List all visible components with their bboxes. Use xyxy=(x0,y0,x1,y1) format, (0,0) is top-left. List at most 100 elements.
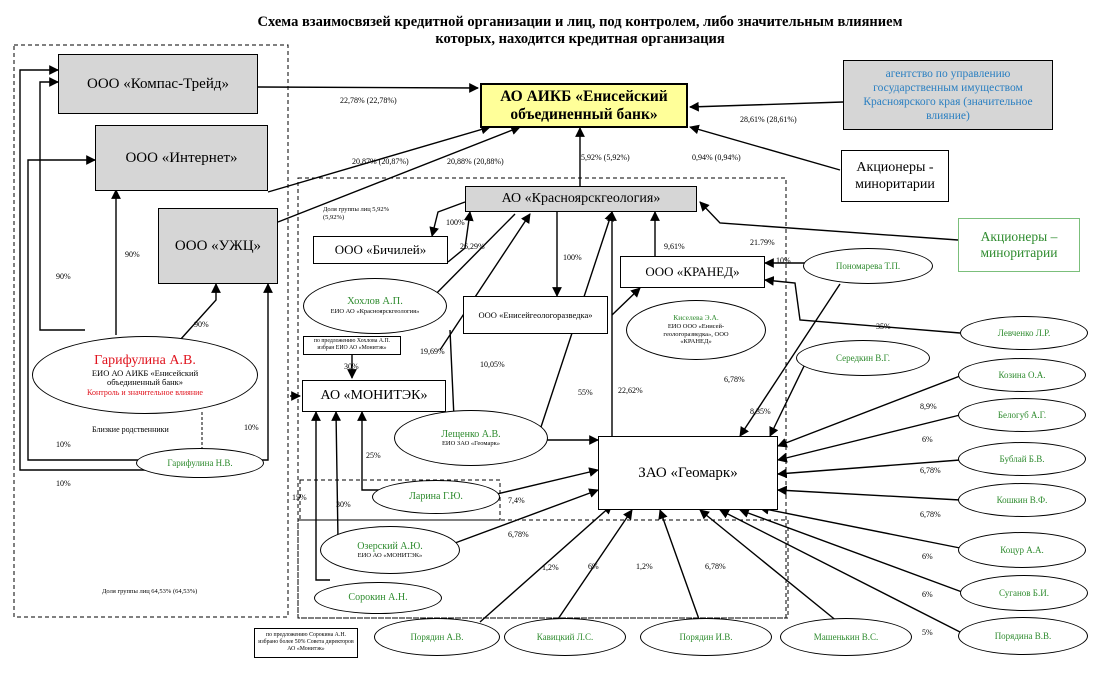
leshchenko-name: Лещенко А.В. xyxy=(441,428,501,440)
leshchenko-role: ЕИО ЗАО «Геомарк» xyxy=(441,440,501,447)
ozersky-role: ЕИО АО «МОНИТЭК» xyxy=(357,552,423,559)
pct-bichiley-2: 26,29% xyxy=(460,242,485,251)
pct-ozersky-geomark: 6,78% xyxy=(508,530,529,539)
edge-minority2-krasgeo xyxy=(699,201,959,241)
pct-minority2: 21.79% xyxy=(750,238,775,247)
close-relatives-label: Близкие родственники xyxy=(92,425,169,434)
person-koshkin: Кошкин В.Ф. xyxy=(958,483,1086,517)
edge-ozersky-geomark xyxy=(454,488,599,544)
pct-bichiley-1: 100% xyxy=(446,218,465,227)
pct-nv-kompas: 10% xyxy=(56,479,71,488)
edge-ponomareva-geomark xyxy=(739,283,841,437)
person-poryadin-iv: Порядин И.В. xyxy=(640,618,772,656)
kiseleva-name: Киселева Э.А. xyxy=(673,313,719,323)
khokhlov-role: ЕИО АО «Красноярскгеология» xyxy=(330,308,420,316)
kiseleva-role: ЕИО ООО «Енисей- геологоразведка», ООО «… xyxy=(663,323,729,346)
node-bichiley: ООО «Бичилей» xyxy=(313,236,448,264)
person-kotsur: Коцур А.А. xyxy=(958,532,1086,568)
edge-mashenkin-geomark xyxy=(699,509,839,623)
edge-garifulina-uzhc xyxy=(179,283,221,341)
pct-mashenkin: 6,78% xyxy=(705,562,726,571)
pct-khokhlov-geomark: 10,05% xyxy=(480,360,505,369)
pct-ponomareva-kraned: 10% xyxy=(776,256,791,265)
person-ozersky: Озерский А.Ю. ЕИО АО «МОНИТЭК» xyxy=(320,526,460,574)
edge-uzhc-bank xyxy=(277,125,521,223)
edge-kavitsky-geomark xyxy=(555,509,633,623)
person-kozina: Козина О.А. xyxy=(958,358,1086,392)
pct-geomark-krasgeo: 22,62% xyxy=(618,386,643,395)
person-mashenkin: Машенькин В.С. xyxy=(780,618,912,656)
pct-garifulina-kompas: 90% xyxy=(56,272,71,281)
edge-krasgeo-bichiley xyxy=(429,201,466,237)
edge-kotsur-geomark xyxy=(759,504,961,549)
person-kavitsky: Кавицкий Л.С. xyxy=(504,618,626,656)
person-seredkin: Середкин В.Г. xyxy=(796,340,930,376)
person-khokhlov: Хохлов А.П. ЕИО АО «Красноярскгеология» xyxy=(303,278,447,334)
node-minority-2: Акционеры – миноритарии xyxy=(958,218,1080,272)
person-ponomareva: Пономарева Т.П. xyxy=(803,248,933,284)
khokhlov-note: по предложению Хохлова А.П. избран ЕИО А… xyxy=(303,336,401,355)
edge-belogub-geomark xyxy=(777,414,961,463)
group-region-garifulina xyxy=(13,44,289,618)
pct-seredkin: 8,35% xyxy=(750,407,771,416)
group-share-label: Доля группы лиц 64,53% (64,53%) xyxy=(102,588,198,595)
sorokin-note: по предложению Сорокина А.Н. избрано бол… xyxy=(254,628,358,658)
edge-poryadina-geomark xyxy=(719,509,961,633)
person-garifulina-nv: Гарифулина Н.В. xyxy=(136,448,264,478)
pct-nv-uzhc: 10% xyxy=(244,423,259,432)
group-share-label-2: Доля группы лиц 5,92% (5,92%) xyxy=(323,206,390,221)
edge-minority-bank xyxy=(689,124,841,171)
pct-bublay: 6,78% xyxy=(920,466,941,475)
edge-bichiley-krasgeo xyxy=(447,211,474,263)
person-poryadina: Порядина В.В. xyxy=(958,617,1088,655)
pct-levchenko: 35% xyxy=(876,322,891,331)
edge-nv-kompas xyxy=(19,65,150,471)
garifulina-role: ЕИО АО АИКБ «Енисейский объединенный бан… xyxy=(91,367,199,388)
node-krasgeo: АО «Красноярскгеология» xyxy=(465,186,697,212)
edge-kompas-bank xyxy=(257,83,479,93)
edge-ozersky-monitek xyxy=(331,411,342,541)
pct-kotsur: 6% xyxy=(922,552,933,561)
edge-kiseleva-kraned xyxy=(611,287,641,316)
edge-poryadin-iv-geomark xyxy=(658,509,701,623)
node-internet: ООО «Интернет» xyxy=(95,125,268,191)
ozersky-name: Озерский А.Ю. xyxy=(357,540,423,552)
pct-kompas: 22,78% (22,78%) xyxy=(340,96,397,105)
edge-suganov-geomark xyxy=(739,508,963,593)
node-kompas-trade: ООО «Компас-Трейд» xyxy=(58,54,258,114)
node-monitek: АО «МОНИТЭК» xyxy=(302,380,446,412)
edge-internet-bank xyxy=(267,124,491,193)
person-levchenko: Левченко Л.Р. xyxy=(960,316,1088,350)
node-geomark: ЗАО «Геомарк» xyxy=(598,436,778,510)
node-bank: АО АИКБ «Енисейский объединенный банк» xyxy=(480,83,688,128)
pct-kozina: 8,9% xyxy=(920,402,937,411)
person-garifulina-av: Гарифулина А.В. ЕИО АО АИКБ «Енисейский … xyxy=(32,336,258,414)
pct-ponomareva-geomark: 6,78% xyxy=(724,375,745,384)
person-suganov: Суганов Б.И. xyxy=(960,575,1088,611)
person-bublay: Бублай Б.В. xyxy=(958,442,1086,476)
person-larina: Ларина Г.Ю. xyxy=(372,480,500,514)
person-kiseleva: Киселева Э.А. ЕИО ООО «Енисей- геологора… xyxy=(626,300,766,360)
pct-khokhlov-monitek: 30% xyxy=(344,362,359,371)
person-poryadin-av: Порядин А.В. xyxy=(374,618,500,656)
pct-ozersky-monitek: 30% xyxy=(336,500,351,509)
edge-khokhlov-krasgeo-1969 xyxy=(439,213,531,351)
edge-koshkin-geomark xyxy=(777,485,961,501)
pct-poryadin-av: 1,2% xyxy=(542,563,559,572)
garifulina-name: Гарифулина А.В. xyxy=(94,352,196,368)
group-region-larina xyxy=(299,479,501,521)
pct-krasgeo-bank: 5,92% (5,92%) xyxy=(581,153,630,162)
pct-koshkin: 6,78% xyxy=(920,510,941,519)
pct-uzhc: 20,88% (20,88%) xyxy=(447,157,504,166)
pct-agency: 28,61% (28,61%) xyxy=(740,115,797,124)
node-uzhc: ООО «УЖЦ» xyxy=(158,208,278,284)
pct-garifulina-internet: 90% xyxy=(125,250,140,259)
person-sorokin: Сорокин А.Н. xyxy=(314,582,442,614)
edge-bublay-geomark xyxy=(777,459,961,479)
node-eniseigeo: ООО «Енисейгеологоразведка» xyxy=(463,296,608,334)
pct-khokhlov-krasgeo: 19,69% xyxy=(420,347,445,356)
edge-garifulina-kompas xyxy=(39,77,85,331)
pct-poryadina: 5% xyxy=(922,628,933,637)
